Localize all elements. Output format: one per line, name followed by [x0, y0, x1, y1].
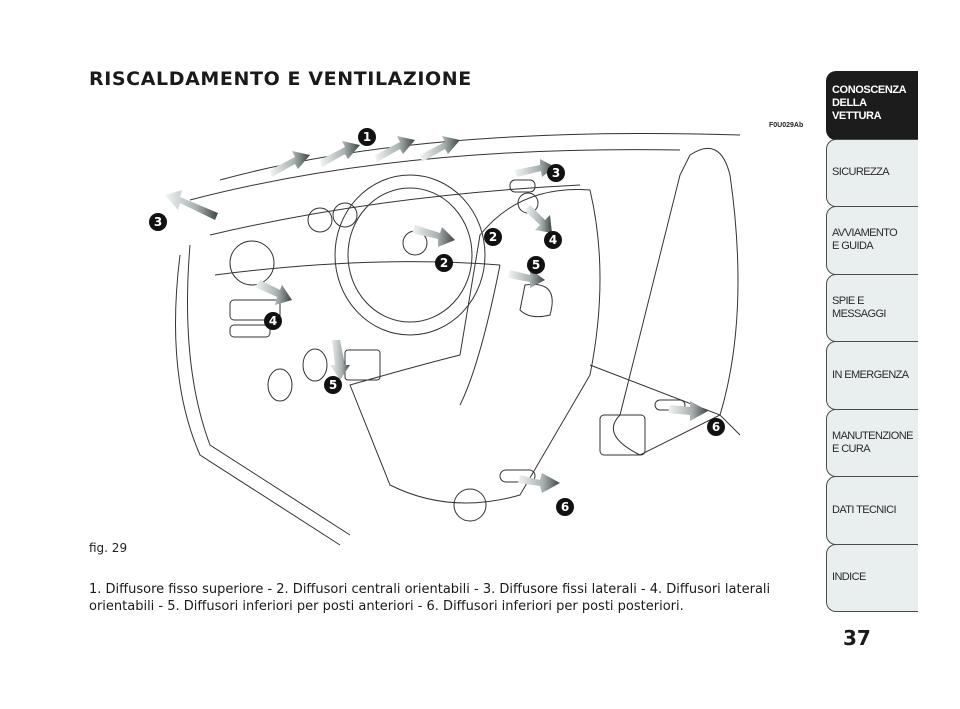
figure-label: fig. 29	[89, 541, 128, 555]
svg-text:6: 6	[561, 500, 569, 514]
callout-4b: 4	[544, 231, 562, 249]
tab-label: CONOSCENZA DELLA VETTURA	[832, 84, 907, 122]
figure-code: F0U029Ab	[769, 122, 804, 129]
callout-6a: 6	[556, 498, 574, 516]
windshield-top	[189, 149, 681, 201]
airflow-arrows	[165, 136, 708, 493]
chapter-tabs: CONOSCENZA DELLA VETTURA SICUREZZA AVVIA…	[826, 71, 918, 612]
tab-spie-e-messaggi[interactable]: SPIE E MESSAGGI	[826, 273, 918, 342]
tab-indice[interactable]: INDICE	[826, 543, 918, 612]
callout-5b: 5	[527, 256, 545, 274]
tab-label: AVVIAMENTO E GUIDA	[832, 227, 898, 253]
tab-label: INDICE	[832, 571, 866, 584]
figure-caption: 1. Diffusore fisso superiore - 2. Diffus…	[89, 582, 771, 614]
a-pillar	[187, 244, 351, 536]
dash-top	[209, 184, 581, 236]
tab-label: MANUTENZIONE E CURA	[832, 429, 913, 455]
svg-text:5: 5	[329, 378, 337, 392]
page-number: 37	[843, 626, 871, 650]
svg-text:1: 1	[363, 130, 371, 144]
door-frame	[175, 254, 341, 546]
tab-label: SICUREZZA	[832, 166, 890, 179]
dash-lower	[214, 261, 501, 276]
tab-dati-tecnici[interactable]: DATI TECNICI	[826, 476, 918, 545]
tab-label: DATI TECNICI	[832, 503, 897, 516]
page-title: RISCALDAMENTO E VENTILAZIONE	[89, 68, 472, 90]
tab-in-emergenza[interactable]: IN EMERGENZA	[826, 341, 918, 410]
rear-seat	[612, 147, 739, 456]
svg-text:3: 3	[552, 166, 560, 180]
tab-label: SPIE E MESSAGGI	[832, 294, 886, 320]
svg-text:3: 3	[154, 215, 162, 229]
svg-text:6: 6	[712, 420, 720, 434]
callout-5a: 5	[324, 376, 342, 394]
svg-text:2: 2	[489, 230, 497, 244]
front-seat	[349, 189, 601, 504]
callout-1: 1	[358, 128, 376, 146]
svg-text:2: 2	[440, 256, 448, 270]
steering-wheel	[334, 174, 486, 336]
svg-text:4: 4	[269, 314, 277, 328]
callout-2b: 2	[435, 254, 453, 272]
callout-3b: 3	[547, 164, 565, 182]
callout-3a: 3	[149, 213, 167, 231]
tab-avviamento-e-guida[interactable]: AVVIAMENTO E GUIDA	[826, 206, 918, 275]
tab-manutenzione-e-cura[interactable]: MANUTENZIONE E CURA	[826, 408, 918, 477]
svg-text:4: 4	[549, 233, 557, 247]
callout-6b: 6	[707, 418, 725, 436]
car-interior-illustration: 1 2 2 3 3 4 4 5 5 6 6	[149, 128, 741, 546]
tab-conoscenza-della-vettura[interactable]: CONOSCENZA DELLA VETTURA	[826, 71, 918, 140]
tab-sicurezza[interactable]: SICUREZZA	[826, 138, 918, 207]
callout-4a: 4	[264, 312, 282, 330]
svg-text:5: 5	[532, 258, 540, 272]
callout-2a: 2	[484, 228, 502, 246]
left-round-vent	[229, 240, 275, 286]
tab-label: IN EMERGENZA	[832, 368, 909, 381]
